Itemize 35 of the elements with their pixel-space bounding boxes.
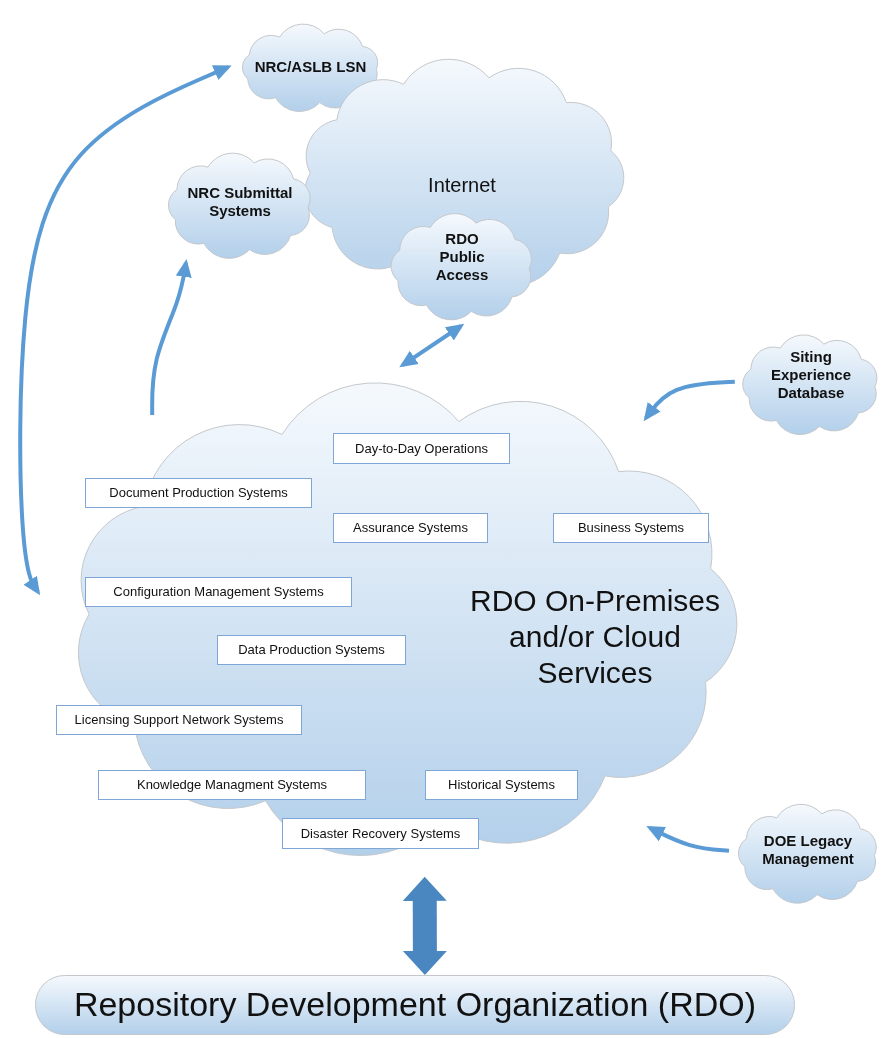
cloud-label: NRC/ASLB LSN (253, 58, 368, 76)
arrow (18, 65, 232, 596)
system-box (553, 513, 709, 543)
box-label: Knowledge Managment Systems (136, 777, 327, 793)
system-box (85, 577, 352, 607)
cloud-label: RDO On-Premises and/or Cloud Services (468, 583, 721, 691)
cloud-label: NRC Submittal Systems (186, 184, 294, 220)
cloud-label: Siting Experience Database (769, 348, 852, 402)
box-label: Configuration Management Systems (113, 584, 324, 600)
system-box (98, 770, 366, 800)
system-box (425, 770, 578, 800)
box-label: Disaster Recovery Systems (300, 825, 461, 842)
cloud-label: DOE Legacy Management (761, 832, 855, 868)
box-label: Licensing Support Network Systems (74, 712, 284, 728)
block-arrow (402, 876, 447, 975)
cloud-label: Repository Development Organization (RDO) (72, 984, 758, 1025)
system-box (217, 635, 406, 665)
arrow (643, 379, 735, 422)
system-box (56, 705, 302, 735)
organization-bar (35, 975, 795, 1035)
cloud-label: Internet (427, 173, 497, 197)
box-label: Document Production Systems (109, 485, 288, 501)
arrow (646, 825, 730, 853)
system-box (333, 433, 510, 464)
arrow (150, 258, 192, 415)
box-label: Historical Systems (448, 777, 555, 793)
box-label: Business Systems (577, 520, 685, 536)
system-box (333, 513, 488, 543)
box-label: Assurance Systems (353, 520, 468, 536)
box-label: Day-to-Day Operations (355, 440, 488, 457)
arrow (399, 323, 465, 368)
system-box (85, 478, 312, 508)
system-box (282, 818, 479, 849)
box-label: Data Production Systems (238, 642, 385, 658)
cloud-label: RDO Public Access (434, 230, 490, 284)
